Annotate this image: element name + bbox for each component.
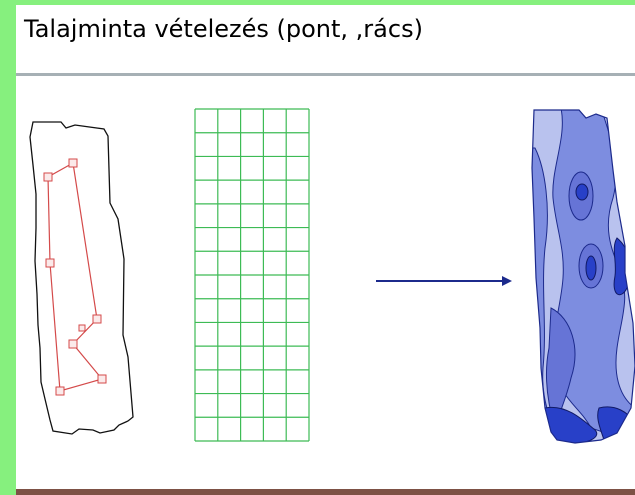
contour-peak xyxy=(575,183,589,201)
sample-points xyxy=(43,158,107,396)
sample-point xyxy=(92,314,102,324)
sampling-grid xyxy=(194,108,310,442)
sample-point xyxy=(97,374,107,384)
sampling-grid-panel xyxy=(194,108,310,442)
sample-point xyxy=(78,324,86,332)
slide-title: Talajminta vételezés (pont, ,rács) xyxy=(24,15,423,43)
contour-peak xyxy=(585,255,597,281)
field-sample-points-panel xyxy=(29,121,134,435)
title-divider xyxy=(16,73,635,76)
arrow-head xyxy=(502,276,512,286)
result-arrow xyxy=(376,276,512,286)
interpolated-map-panel xyxy=(531,109,635,444)
contour-band xyxy=(613,237,632,296)
sample-point xyxy=(45,258,55,268)
contour-band xyxy=(546,307,576,430)
contour-band xyxy=(597,406,635,443)
sample-point xyxy=(68,158,78,168)
slide: Talajminta vételezés (pont, ,rács) xyxy=(16,5,635,495)
field-outline xyxy=(29,121,134,435)
sample-point xyxy=(43,172,53,182)
sample-point xyxy=(55,386,65,396)
sample-route xyxy=(47,162,104,392)
map-outline xyxy=(531,109,635,444)
bottom-divider xyxy=(16,489,635,495)
sample-point xyxy=(68,339,78,349)
